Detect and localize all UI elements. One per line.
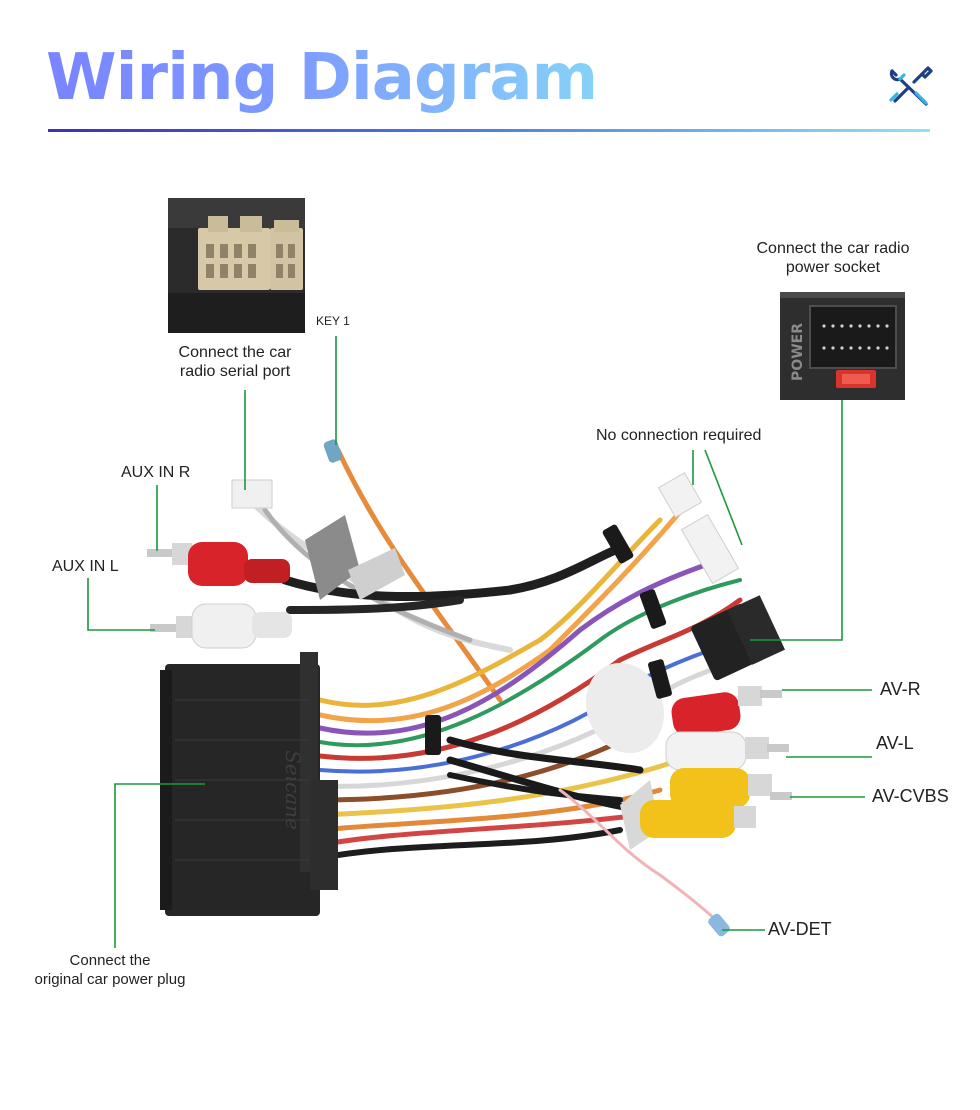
car-power-plug: Seicane — [160, 652, 338, 916]
aux-in-r-plug — [147, 542, 290, 586]
leader-aux-in-l — [87, 578, 155, 631]
power-plug-label-line2: original car power plug — [34, 971, 186, 988]
av-cvbs-plug — [670, 768, 792, 808]
power-socket-label-line2: power socket — [785, 259, 881, 276]
no-connection-label: No connection required — [596, 427, 762, 444]
av-cvbs-label: AV-CVBS — [872, 786, 949, 806]
serial-port-label-line1: Connect the car — [178, 344, 292, 361]
wire-black-aux — [280, 543, 625, 602]
key1-label: KEY 1 — [316, 314, 350, 328]
leader-power-socket — [750, 400, 843, 641]
white-connector-long — [680, 513, 740, 585]
av-l-plug — [665, 731, 789, 771]
av-video-plug — [640, 800, 756, 838]
wire-black-aux-2 — [286, 596, 464, 614]
power-socket-connector — [691, 595, 785, 681]
av-r-label: AV-R — [880, 679, 921, 699]
aux-in-l-plug — [150, 603, 292, 649]
wire-pink-avdet — [558, 788, 720, 924]
title-divider — [48, 129, 930, 132]
wrench-screwdriver-icon — [889, 66, 933, 106]
leader-no-connection-2 — [704, 449, 743, 546]
leader-power-plug — [114, 783, 205, 948]
av-det-label: AV-DET — [768, 919, 832, 939]
key1-terminal — [323, 439, 343, 463]
wire-orange-key1 — [335, 447, 503, 703]
power-plug-label: Connect the original car power plug — [20, 951, 200, 989]
plug-brand-text: Seicane — [281, 750, 305, 830]
power-socket-label: Connect the car radio power socket — [733, 239, 933, 277]
aux-in-r-label: AUX IN R — [121, 464, 191, 481]
serial-white-connector — [231, 479, 273, 509]
power-socket-label-line1: Connect the car radio — [756, 240, 910, 257]
page-title: Wiring Diagram — [46, 38, 598, 118]
power-socket-photo: POWER — [780, 292, 905, 400]
av-l-label: AV-L — [876, 733, 914, 753]
power-socket-marking: POWER — [790, 323, 806, 381]
aux-in-l-label: AUX IN L — [52, 558, 119, 575]
white-connector-small — [657, 472, 703, 518]
power-plug-label-line1: Connect the — [69, 952, 151, 969]
serial-port-label-line2: radio serial port — [179, 363, 291, 380]
serial-port-photo — [168, 198, 305, 333]
av-r-plug — [671, 686, 782, 736]
serial-port-label: Connect the car radio serial port — [160, 343, 310, 381]
